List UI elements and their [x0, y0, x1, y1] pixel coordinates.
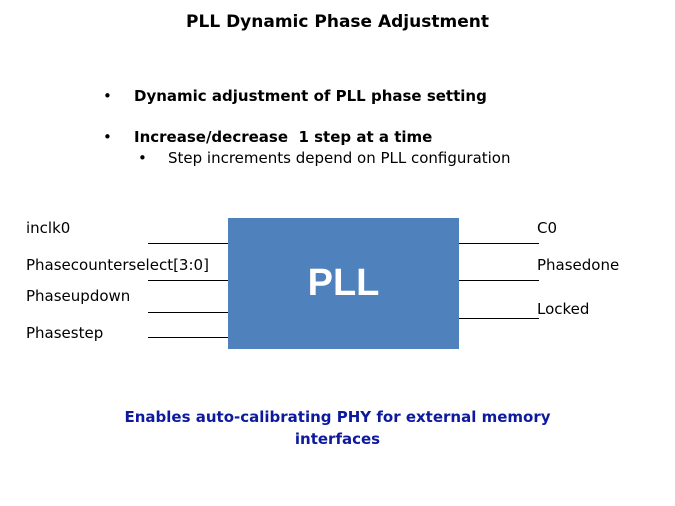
slide-title: PLL Dynamic Phase Adjustment [186, 12, 489, 32]
input-wire-phasestep [148, 337, 228, 338]
output-wire-c0 [459, 243, 539, 244]
input-wire-inclk0 [148, 243, 228, 244]
input-wire-phaseupdown [148, 312, 228, 313]
input-label-phaseupdown: Phaseupdown [26, 287, 131, 305]
output-label-c0: C0 [537, 219, 558, 237]
sub-bullet-marker: • [138, 149, 147, 167]
input-label-phasestep: Phasestep [26, 324, 104, 342]
output-label-locked: Locked [537, 300, 590, 318]
bullet-marker: • [103, 87, 112, 105]
output-wire-phasedone [459, 280, 539, 281]
input-wire-phasecounterselect [148, 280, 228, 281]
input-label-inclk0: inclk0 [26, 219, 71, 237]
bullet-text: Increase/decrease 1 step at a time [134, 128, 433, 146]
pll-block: PLL [228, 218, 459, 349]
input-label-phasecounterselect: Phasecounterselect[3:0] [26, 256, 209, 274]
bullet-text: Dynamic adjustment of PLL phase setting [134, 87, 487, 105]
output-wire-locked [459, 318, 539, 319]
bullet-marker: • [103, 128, 112, 146]
footer-note: Enables auto-calibrating PHY for externa… [124, 408, 551, 448]
sub-bullet-text: Step increments depend on PLL configurat… [168, 149, 511, 167]
output-label-phasedone: Phasedone [537, 256, 620, 274]
pll-block-label: PLL [307, 262, 380, 304]
